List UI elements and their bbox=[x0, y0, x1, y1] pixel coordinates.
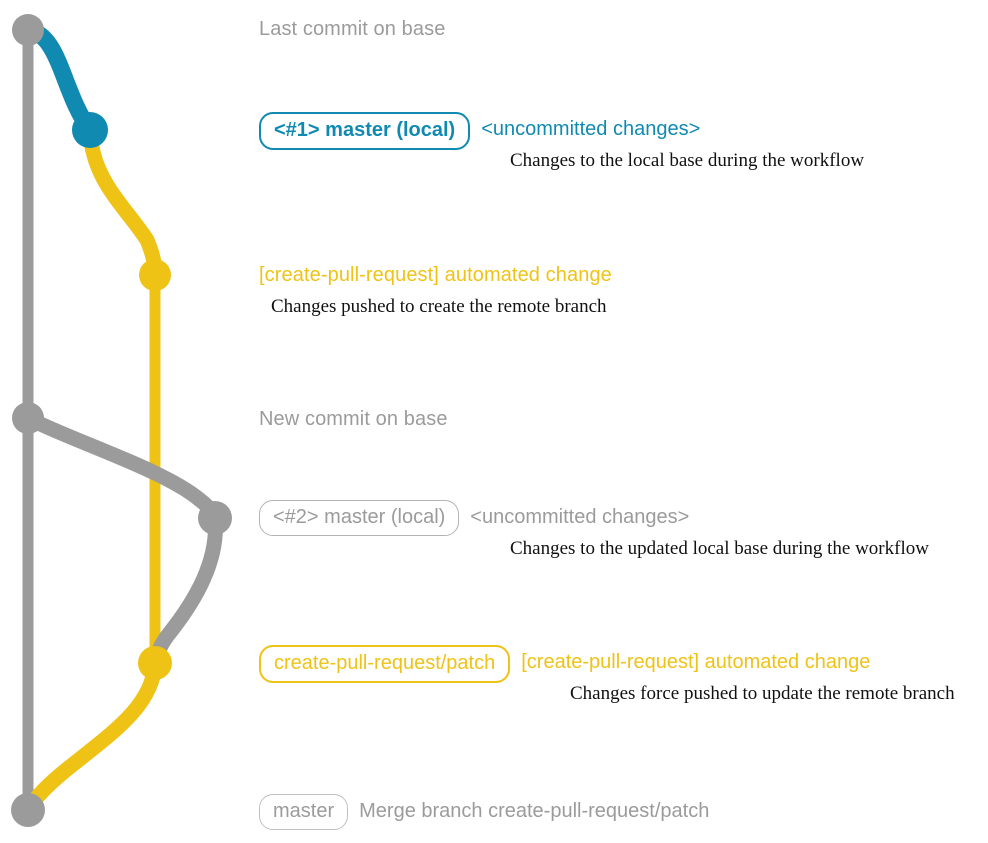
base-to-local2-line bbox=[20, 410, 223, 526]
commit-node-base-head[interactable] bbox=[12, 14, 44, 46]
commit-node-local-1[interactable] bbox=[72, 112, 108, 148]
commit-node-merge[interactable] bbox=[11, 793, 45, 827]
commit-subject-remote-update: [create-pull-request] automated change bbox=[521, 651, 871, 673]
commit-row-merge: master Merge branch create-pull-request/… bbox=[259, 794, 709, 830]
branch-pill-create-pull-request-patch[interactable]: create-pull-request/patch bbox=[259, 645, 511, 683]
commit-row-remote-update: create-pull-request/patch [create-pull-r… bbox=[259, 645, 870, 683]
local2-to-remote2-line bbox=[147, 510, 223, 671]
branch-pill-master-local-1[interactable]: <#1> master (local) bbox=[259, 112, 471, 150]
commit-node-remote-1[interactable] bbox=[139, 259, 171, 291]
commit-subject-merge: Merge branch create-pull-request/patch bbox=[359, 800, 710, 822]
commit-row-local-change-2: <#2> master (local) <uncommitted changes… bbox=[259, 500, 689, 536]
commit-subject-new-commit-on-base: New commit on base bbox=[259, 408, 448, 430]
branch-pill-master[interactable]: master bbox=[259, 794, 349, 830]
commit-caption-remote-create: Changes pushed to create the remote bran… bbox=[271, 296, 607, 317]
remote-branch-line-1 bbox=[82, 122, 163, 283]
commit-row-local-change-1: <#1> master (local) <uncommitted changes… bbox=[259, 112, 700, 150]
commit-node-remote-2[interactable] bbox=[138, 646, 172, 680]
commit-caption-local-change-1: Changes to the local base during the wor… bbox=[510, 150, 865, 171]
remote2-to-merge-line bbox=[20, 655, 163, 818]
branch-pill-master-local-2[interactable]: <#2> master (local) bbox=[259, 500, 460, 536]
commit-node-base-new[interactable] bbox=[12, 402, 44, 434]
commit-caption-remote-update: Changes force pushed to update the remot… bbox=[570, 683, 955, 704]
commit-subject-last-commit-on-base: Last commit on base bbox=[259, 18, 446, 40]
commit-subject-remote-create: [create-pull-request] automated change bbox=[259, 264, 612, 286]
commit-node-local-2[interactable] bbox=[198, 501, 232, 535]
commit-caption-local-change-2: Changes to the updated local base during… bbox=[510, 538, 929, 559]
commit-subject-local-change-1: <uncommitted changes> bbox=[481, 118, 701, 140]
commit-subject-local-change-2: <uncommitted changes> bbox=[470, 506, 690, 528]
